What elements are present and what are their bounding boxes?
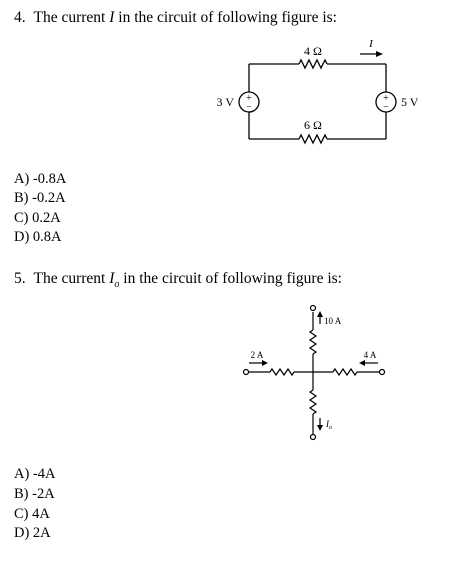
question-5-variable: Io: [109, 270, 120, 291]
q5-label-io: Io: [325, 419, 332, 431]
q5-label-2a: 2 A: [251, 350, 264, 360]
q4-voltage-right-label: 5 V: [401, 95, 419, 109]
q5-resistor-bottom: [308, 389, 318, 415]
q4-resistor-top: [298, 58, 328, 70]
question-4-option-b[interactable]: B) -0.2A: [14, 190, 66, 206]
q5-terminal-top: [309, 304, 317, 312]
question-4-text-after: in the circuit of following figure is:: [114, 9, 337, 26]
question-5-option-c[interactable]: C) 4A: [14, 506, 50, 522]
question-5-option-b[interactable]: B) -2A: [14, 486, 55, 502]
q4-voltage-left-label: 3 V: [217, 95, 235, 109]
q4-voltage-source-left: [238, 91, 260, 113]
q5-terminal-left: [242, 368, 250, 376]
q4-resistor-bottom: [298, 133, 328, 145]
q4-voltage-source-right: [375, 91, 397, 113]
question-5-option-a[interactable]: A) -4A: [14, 466, 56, 482]
q5-resistor-left: [269, 367, 295, 377]
question-5-title: 5. The current Io in the circuit of foll…: [14, 270, 342, 290]
question-4-number: 4.: [14, 9, 26, 26]
question-4-option-a[interactable]: A) -0.8A: [14, 171, 67, 187]
q5-arrowhead-left: [262, 360, 268, 366]
q5-arrowhead-bottom: [317, 425, 323, 431]
question-4-option-c[interactable]: C) 0.2A: [14, 210, 61, 226]
q5-label-4a: 4 A: [364, 350, 377, 360]
q5-resistor-right: [332, 367, 358, 377]
q4-right-plus: +: [383, 93, 389, 104]
question-4-option-d[interactable]: D) 0.8A: [14, 229, 62, 245]
q4-right-minus: −: [383, 102, 389, 113]
question-5-number: 5.: [14, 270, 26, 287]
question-4-text-before: The current: [33, 9, 110, 26]
question-5-text-after: in the circuit of following figure is:: [119, 270, 342, 287]
question-5-option-d[interactable]: D) 2A: [14, 525, 51, 541]
question-5-text-before: The current: [33, 270, 110, 287]
q5-arrowhead-top: [317, 311, 323, 317]
q4-resistor-top-label: 4 Ω: [304, 44, 322, 58]
q5-terminal-bottom: [309, 433, 317, 441]
q4-left-minus: −: [246, 102, 252, 113]
q5-resistor-top: [308, 329, 318, 355]
question-4-title: 4. The current I in the circuit of follo…: [14, 9, 337, 27]
q4-current-arrowhead: [376, 51, 383, 57]
q4-resistor-bottom-label: 6 Ω: [304, 118, 322, 132]
q4-current-label: I: [368, 38, 374, 50]
q5-label-10a: 10 A: [324, 316, 342, 326]
q5-terminal-right: [378, 368, 386, 376]
q5-arrowhead-right: [359, 360, 365, 366]
question-4-variable: I: [109, 9, 115, 26]
q4-left-plus: +: [246, 93, 252, 104]
